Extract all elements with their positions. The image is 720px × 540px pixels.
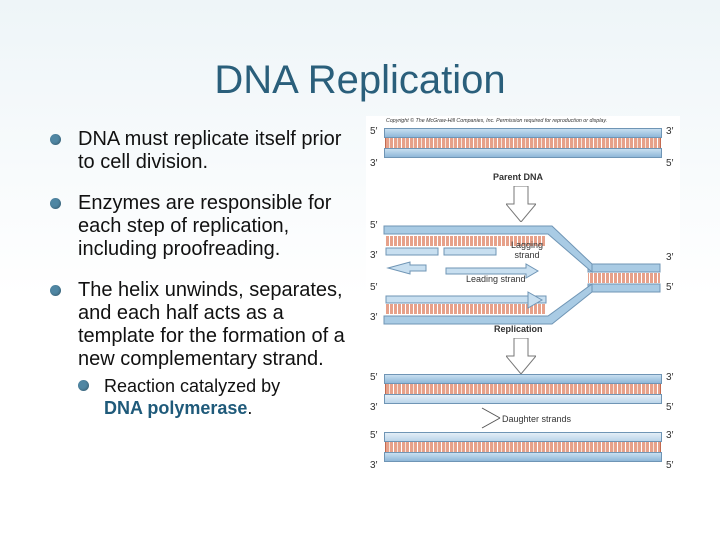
parent-base-pairs	[385, 138, 661, 148]
bullet-item: Enzymes are responsible for each step of…	[44, 192, 354, 261]
end-label-5prime: 5′	[370, 126, 378, 137]
end-label-5prime: 5′	[370, 430, 378, 441]
end-label-3prime: 3′	[666, 430, 674, 441]
pointer-arrow-icon	[481, 407, 501, 429]
sub-bullet-emphasis: DNA polymerase	[104, 398, 248, 418]
end-label-5prime: 5′	[370, 282, 378, 293]
parent-strand-bottom	[384, 148, 662, 158]
end-label-3prime: 3′	[370, 402, 378, 413]
end-label-5prime: 5′	[370, 372, 378, 383]
end-label-3prime: 3′	[370, 250, 378, 261]
end-label-3prime: 3′	[666, 126, 674, 137]
bullet-list: DNA must replicate itself prior to cell …	[44, 128, 354, 437]
end-label-3prime: 3′	[666, 372, 674, 383]
sub-bullet-text: Reaction catalyzed by	[104, 376, 281, 396]
replication-fork	[383, 225, 661, 325]
leading-strand-label: Leading strand	[466, 274, 526, 284]
down-arrow-icon	[506, 186, 536, 222]
dna-replication-figure: Copyright © The McGraw-Hill Companies, I…	[366, 116, 680, 476]
lagging-strand-label: Lagging strand	[510, 240, 544, 260]
end-label-3prime: 3′	[370, 460, 378, 471]
daughter1-strand-new	[384, 394, 662, 404]
end-label-3prime: 3′	[370, 158, 378, 169]
end-label-5prime: 5′	[666, 460, 674, 471]
sub-bullet-suffix: .	[247, 398, 253, 418]
replication-label: Replication	[494, 324, 543, 334]
bullet-dot-icon	[50, 198, 61, 209]
end-label-3prime: 3′	[666, 252, 674, 263]
bullet-dot-icon	[50, 285, 61, 296]
daughter2-base-pairs	[385, 442, 661, 452]
parent-strand-top	[384, 128, 662, 138]
bullet-text: Enzymes are responsible for each step of…	[78, 192, 332, 260]
end-label-5prime: 5′	[666, 158, 674, 169]
parent-dna-label: Parent DNA	[493, 172, 544, 182]
daughter1-strand-old	[384, 374, 662, 384]
bullet-text: DNA must replicate itself prior to cell …	[78, 128, 342, 173]
bullet-item: DNA must replicate itself prior to cell …	[44, 128, 354, 174]
end-label-5prime: 5′	[666, 402, 674, 413]
end-label-5prime: 5′	[666, 282, 674, 293]
daughter2-strand-new	[384, 432, 662, 442]
daughter1-base-pairs	[385, 384, 661, 394]
bullet-item: The helix unwinds, separates, and each h…	[44, 279, 354, 419]
daughter2-strand-old	[384, 452, 662, 462]
end-label-3prime: 3′	[370, 312, 378, 323]
daughter-strands-label: Daughter strands	[502, 414, 572, 424]
bullet-text: The helix unwinds, separates, and each h…	[78, 279, 345, 370]
slide-title: DNA Replication	[214, 58, 506, 102]
copyright-notice: Copyright © The McGraw-Hill Companies, I…	[386, 118, 608, 124]
down-arrow-icon	[506, 338, 536, 374]
bullet-dot-icon	[50, 134, 61, 145]
bullet-dot-icon	[78, 380, 89, 391]
sub-bullet-item: Reaction catalyzed by DNA polymerase.	[78, 375, 354, 419]
end-label-5prime: 5′	[370, 220, 378, 231]
